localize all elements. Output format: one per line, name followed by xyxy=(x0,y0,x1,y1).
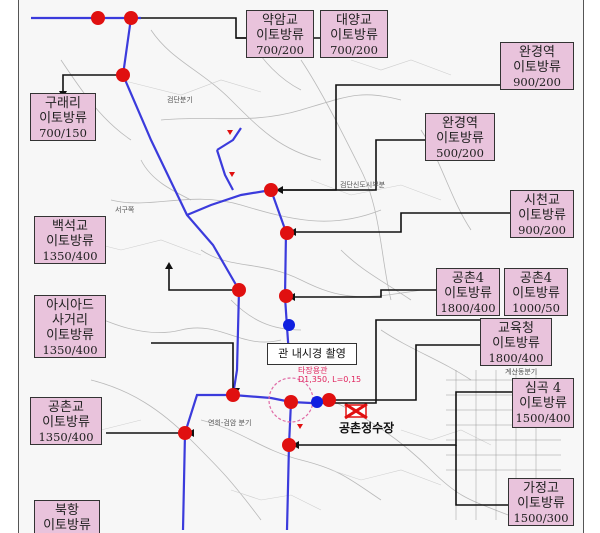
label-spec: 1350/400 xyxy=(42,343,98,357)
label-spec: 500/200 xyxy=(436,146,484,160)
map-area xyxy=(18,0,584,533)
label-sub: 이토방류 xyxy=(444,286,492,301)
label-name: 북항 xyxy=(55,503,79,518)
label-gajeonggo: 가정고 이토방류 1500/300 xyxy=(508,478,574,526)
label-asiad: 아시아드 사거리 이토방류 1350/400 xyxy=(34,295,106,358)
map-text: 검단신도시부분 xyxy=(340,181,386,189)
endoscope-capture-label: 관 내시경 촬영 xyxy=(267,343,357,365)
label-name: 약암교 xyxy=(262,13,298,28)
label-gongchon4-a: 공촌4 이토방류 1800/400 xyxy=(436,268,500,316)
label-gongchongyo: 공촌교 이토방류 1350/400 xyxy=(30,397,102,445)
label-sub: 이토방류 xyxy=(513,60,561,75)
label-sub: 이토방류 xyxy=(43,518,91,533)
label-spec: 1350/400 xyxy=(42,249,98,263)
label-spec: 1500/400 xyxy=(515,411,571,425)
map-background xyxy=(31,11,561,531)
label-name: 완경역 xyxy=(442,116,478,131)
label-name: 백석교 xyxy=(52,219,88,234)
label-spec: 900/200 xyxy=(518,223,566,237)
label-sub: 이토방류 xyxy=(256,28,304,43)
map-text: 검단분기 xyxy=(167,96,193,104)
pipe-spec-line: D1,350, L=0,15 xyxy=(298,375,362,384)
label-sub: 이토방류 xyxy=(46,234,94,249)
label-daeyanggyo: 대양교 이토방류 700/200 xyxy=(320,10,388,58)
label-sub: 이토방류 xyxy=(519,396,567,411)
label-gyoyukcheong: 교육청 이토방류 1800/400 xyxy=(480,318,552,366)
water-plant-name: 공촌정수장 xyxy=(339,421,395,435)
map-text: 연희-검암 분기 xyxy=(208,419,252,427)
label-name: 대양교 xyxy=(336,13,372,28)
label-bukhang: 북항 이토방류 xyxy=(34,500,100,533)
map-text: 계산동분기 xyxy=(505,368,538,376)
label-spec: 1000/50 xyxy=(512,301,560,315)
label-sub: 이토방류 xyxy=(436,131,484,146)
label-name: 공촌4 xyxy=(519,271,553,286)
label-simgok4: 심곡 4 이토방류 1500/400 xyxy=(512,378,574,428)
label-baekseokgyo: 백석교 이토방류 1350/400 xyxy=(34,216,106,264)
label-sub: 이토방류 xyxy=(492,336,540,351)
label-sub: 이토방류 xyxy=(39,111,87,126)
label-sub: 이토방류 xyxy=(518,208,566,223)
label-name: 심곡 4 xyxy=(524,381,562,396)
label-spec: 1800/400 xyxy=(440,301,496,315)
label-spec: 1800/400 xyxy=(488,351,544,365)
label-spec: 700/200 xyxy=(256,43,304,57)
label-wangyeong-2: 완경역 이토방류 500/200 xyxy=(425,113,495,161)
label-name: 공촌교 xyxy=(48,400,84,415)
label-spec: 1500/300 xyxy=(513,511,569,525)
label-sub: 이토방류 xyxy=(46,328,94,343)
label-gongchon4-b: 공촌4 이토방류 1000/50 xyxy=(504,268,568,316)
label-name: 구래리 xyxy=(45,96,81,111)
label-name: 교육청 xyxy=(498,321,534,336)
label-name: 공촌4 xyxy=(451,271,485,286)
label-name: 가정고 xyxy=(523,481,559,496)
label-sub: 이토방류 xyxy=(512,286,560,301)
pipe-spec-line: 타장용관 xyxy=(298,366,328,375)
label-spec: 700/200 xyxy=(330,43,378,57)
label-sub: 이토방류 xyxy=(42,415,90,430)
label-siheongyo: 시천교 이토방류 900/200 xyxy=(510,190,574,238)
label-spec: 1350/400 xyxy=(38,430,94,444)
label-wangyeong-1: 완경역 이토방류 900/200 xyxy=(500,42,574,90)
label-guraeri: 구래리 이토방류 700/150 xyxy=(30,93,96,141)
map-text: 서구쪽 xyxy=(115,206,135,214)
label-name: 시천교 xyxy=(524,193,560,208)
label-spec: 900/200 xyxy=(513,75,561,89)
label-name: 아시아드 사거리 xyxy=(46,298,94,328)
label-sub: 이토방류 xyxy=(517,496,565,511)
label-spec: 700/150 xyxy=(39,126,87,140)
label-yakamgyo: 약암교 이토방류 700/200 xyxy=(246,10,314,58)
pipe-spec-text: 타장용관 D1,350, L=0,15 xyxy=(298,366,361,384)
label-sub: 이토방류 xyxy=(330,28,378,43)
label-name: 완경역 xyxy=(519,45,555,60)
